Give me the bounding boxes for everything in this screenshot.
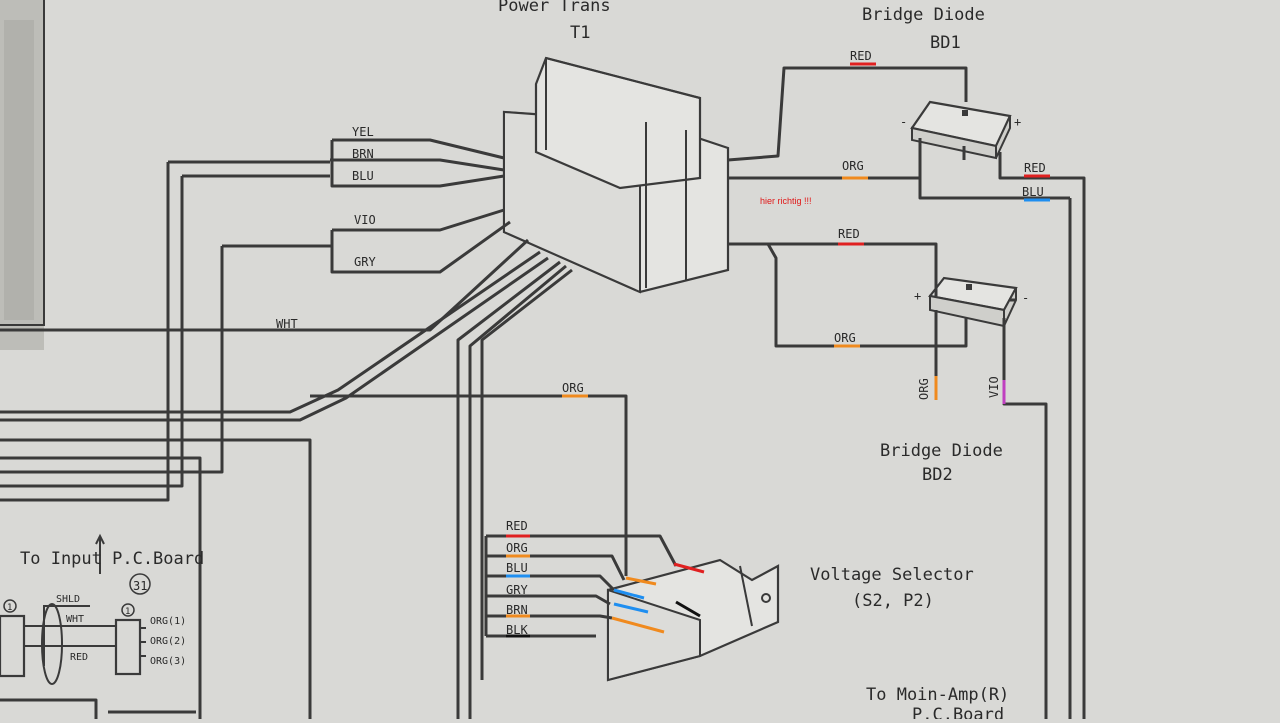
bd2-title: BD2 — [922, 465, 953, 485]
left-board-hatch — [4, 20, 34, 320]
bridge-diode-bd1 — [910, 100, 1012, 162]
input-label-org3: ORG(3) — [150, 656, 186, 667]
left-board-outline — [0, 0, 45, 326]
wire-label-blu: BLU — [352, 169, 374, 183]
input-label-shld: SHLD — [56, 594, 80, 605]
input-board-title: To Input P.C.Board — [20, 549, 204, 569]
bd1-minus-mark: - — [900, 115, 907, 129]
wire-label-bd1-red-top: RED — [850, 49, 872, 63]
primary-wires — [0, 138, 573, 719]
bd2-wires — [728, 242, 1048, 719]
wire-label-bd2-org: ORG — [834, 331, 856, 345]
voltage-selector-s2p2 — [606, 558, 780, 682]
input-board-connectors — [0, 533, 196, 719]
wire-label-sel-gry: GRY — [506, 583, 528, 597]
power-transformer-t1 — [502, 56, 730, 294]
input-pin-left: 1 — [7, 603, 12, 613]
input-label-org1: ORG(1) — [150, 616, 186, 627]
power-trans-title: Power Trans — [498, 0, 611, 16]
selector-contacts — [611, 562, 705, 634]
wire-label-sel-red: RED — [506, 519, 528, 533]
voltage-selector-title: Voltage Selector — [810, 565, 974, 585]
bd2-minus-mark: - — [1022, 291, 1029, 305]
bd1-title: BD1 — [930, 33, 961, 53]
wire-label-selector-org: ORG — [562, 381, 584, 395]
input-label-wht: WHT — [66, 614, 84, 625]
wire-label-bd1-blu-out: BLU — [1022, 185, 1044, 199]
s2p2-title: (S2, P2) — [852, 591, 934, 611]
bridge-diode-bd2-title: Bridge Diode — [880, 441, 1003, 461]
bd1-wires — [727, 66, 1086, 719]
wire-label-bd1-org: ORG — [842, 159, 864, 173]
t1-title: T1 — [570, 23, 590, 43]
input-label-red: RED — [70, 652, 88, 663]
wire-label-sel-brn: BRN — [506, 603, 528, 617]
main-amp-title: To Moin-Amp(R) — [866, 685, 1009, 705]
wire-label-gry: GRY — [354, 255, 376, 269]
wire-label-sel-blk: BLK — [506, 623, 528, 637]
annotation-hier-richtig: hier richtig !!! — [760, 196, 812, 206]
bd2-plus-mark: + — [914, 289, 921, 303]
bd1-plus-mark: + — [1014, 115, 1021, 129]
wire-label-yel: YEL — [352, 125, 374, 139]
wire-label-bd1-red-out: RED — [1024, 161, 1046, 175]
wire-label-wht: WHT — [276, 317, 298, 331]
wire-label-bd2-vio-out: VIO — [987, 376, 1001, 398]
pc-board-title: P.C.Board — [912, 705, 1004, 719]
wire-label-sel-blu: BLU — [506, 561, 528, 575]
wire-label-brn: BRN — [352, 147, 374, 161]
color-marks — [506, 62, 1050, 638]
input-board-number: 31 — [133, 579, 147, 593]
wire-label-sel-org: ORG — [506, 541, 528, 555]
wire-label-bd2-org-out: ORG — [917, 378, 931, 400]
bridge-diode-bd2 — [928, 276, 1018, 334]
bridge-diode-bd1-title: Bridge Diode — [862, 5, 985, 25]
wire-label-bd2-red: RED — [838, 227, 860, 241]
input-pin-right: 1 — [125, 607, 130, 617]
wire-label-vio: VIO — [354, 213, 376, 227]
input-label-org2: ORG(2) — [150, 636, 186, 647]
